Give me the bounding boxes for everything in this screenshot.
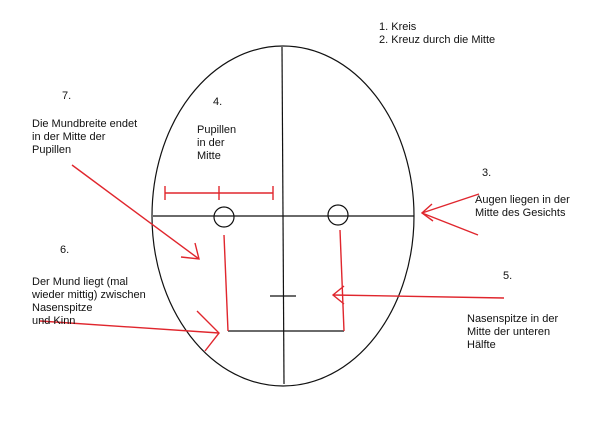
- step-3-number: 3.: [482, 167, 492, 179]
- arrow-5-head: [331, 285, 345, 305]
- step-7-text: Die Mundbreite endet in der Mitte der Pu…: [32, 118, 138, 156]
- arrow-3-head: [420, 203, 434, 222]
- arrow-6-head: [196, 310, 220, 352]
- step-5-number: 5.: [503, 270, 513, 282]
- step-6-text: Der Mund liegt (mal wieder mittig) zwisc…: [32, 276, 146, 327]
- arrow-5: [332, 294, 505, 299]
- arrow-3-tail: [421, 212, 479, 236]
- left-pupil-guide: [223, 234, 229, 332]
- step-5-text: Nasenspitze in der Mitte der unteren Häl…: [467, 313, 559, 351]
- step-6-number: 6.: [60, 244, 70, 256]
- step-3-text: Augen liegen in der Mitte des Gesichts: [475, 194, 570, 219]
- step-4-text: Pupillen in der Mitte: [197, 124, 237, 162]
- arrow-7: [71, 164, 200, 260]
- right-eye: [327, 204, 349, 226]
- arrow-6: [39, 320, 220, 334]
- step-7-number: 7.: [62, 90, 72, 102]
- step-4-number: 4.: [213, 96, 223, 108]
- step-1-2-text: 1. Kreis 2. Kreuz durch die Mitte: [379, 21, 496, 46]
- left-eye: [213, 206, 235, 228]
- right-pupil-guide: [339, 229, 345, 332]
- arrow-7-head: [180, 242, 200, 260]
- arrow-3: [421, 193, 480, 214]
